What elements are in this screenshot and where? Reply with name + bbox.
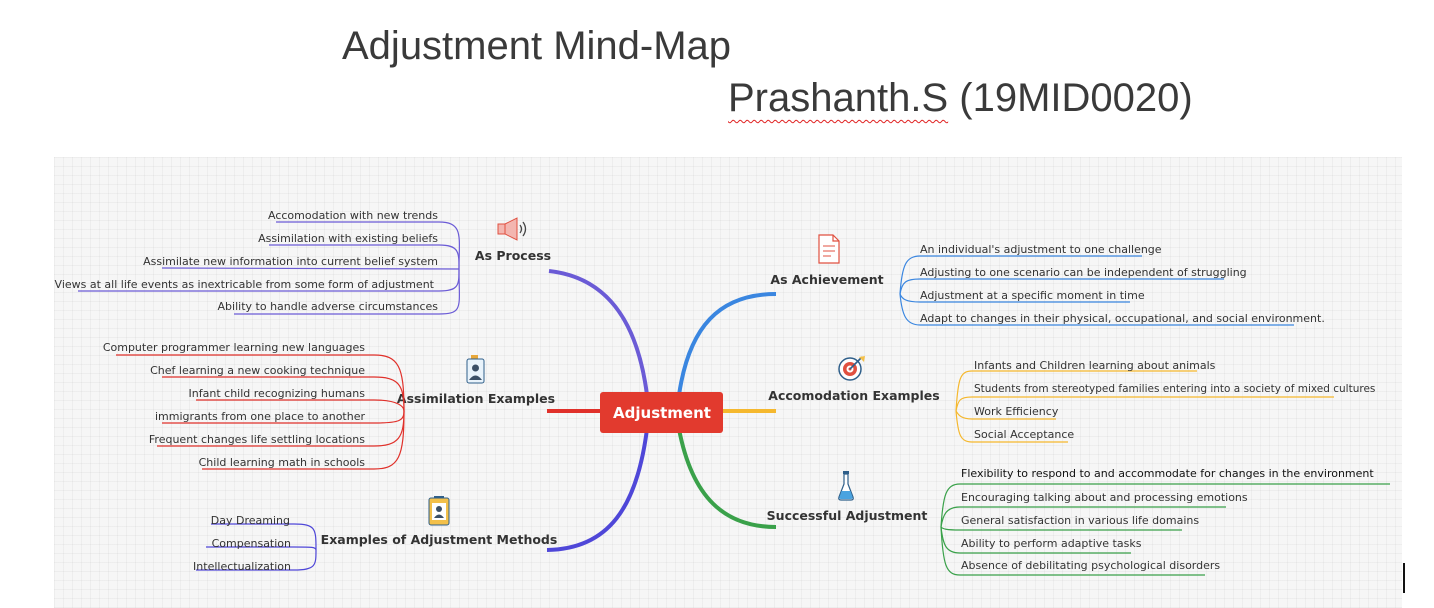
successful-item: Encouraging talking about and processing… [961,491,1248,504]
assimilation-item: Child learning math in schools [199,456,366,469]
branch-label-as-achievement: As Achievement [770,272,883,287]
branch-label-successful: Successful Adjustment [767,508,928,523]
achievement-item: An individual's adjustment to one challe… [920,243,1162,256]
methods-item: Intellectualization [193,560,291,573]
process-item: Ability to handle adverse circumstances [218,300,439,313]
successful-item: General satisfaction in various life dom… [961,514,1199,527]
assimilation-item: Infant child recognizing humans [189,387,366,400]
branch-as-process[interactable]: As Process Accomodation with new trends … [55,209,552,315]
id-badge-icon [466,355,485,384]
process-item: Assimilate new information into current … [143,255,438,268]
assimilation-item: Computer programmer learning new languag… [103,341,365,354]
branch-as-achievement[interactable]: As Achievement An individual's adjustmen… [770,243,1325,326]
branch-label-methods: Examples of Adjustment Methods [321,532,558,547]
mind-map-canvas[interactable]: Adjustment As Process Accomodation with … [54,157,1402,608]
process-item: Accomodation with new trends [268,209,438,222]
successful-item: Flexibility to respond to and accommodat… [961,467,1374,480]
successful-item: Ability to perform adaptive tasks [961,537,1142,550]
author-name: Prashanth.S [728,76,949,120]
branch-connector-methods [546,428,649,552]
target-icon [838,356,865,381]
page-title: Adjustment Mind-Map [342,24,732,68]
process-item: Views at all life events as inextricable… [55,278,435,291]
branch-label-assimilation: Assimilation Examples [397,391,555,406]
branch-connector-achievement [677,292,777,396]
accomodation-item: Infants and Children learning about anim… [974,359,1216,372]
assimilation-item: Frequent changes life settling locations [149,433,365,446]
branch-adjustment-methods[interactable]: Examples of Adjustment Methods Day Dream… [193,514,557,573]
author-id: (19MID0020) [959,76,1193,120]
document-icon [818,234,840,264]
branch-connector-process [548,269,649,396]
branch-accomodation-examples[interactable]: Accomodation Examples Infants and Childr… [768,359,1375,443]
achievement-item: Adapt to changes in their physical, occu… [920,312,1325,325]
author-line: Prashanth.S (19MID0020) [728,76,1193,121]
methods-item: Compensation [212,537,291,550]
methods-item: Day Dreaming [211,514,290,527]
megaphone-icon [497,217,527,241]
successful-item: Absence of debilitating psychological di… [961,559,1220,572]
text-cursor [1403,563,1405,593]
accomodation-item: Students from stereotyped families enter… [974,383,1375,395]
achievement-item: Adjusting to one scenario can be indepen… [920,266,1247,279]
flask-icon [838,471,854,501]
accomodation-item: Work Efficiency [974,405,1059,418]
accomodation-item: Social Acceptance [974,428,1074,441]
branch-connector-successful [677,428,777,529]
branch-successful-adjustment[interactable]: Successful Adjustment Flexibility to res… [767,467,1390,576]
assimilation-item: immigrants from one place to another [155,410,365,423]
branch-assimilation-examples[interactable]: Assimilation Examples Computer programme… [103,341,555,470]
central-topic-label: Adjustment [613,404,711,422]
clipboard-icon [428,496,450,526]
branch-label-accomodation: Accomodation Examples [768,388,939,403]
achievement-item: Adjustment at a specific moment in time [920,289,1145,302]
process-item: Assimilation with existing beliefs [258,232,438,245]
branch-label-as-process: As Process [475,248,551,263]
assimilation-item: Chef learning a new cooking technique [150,364,365,377]
central-topic[interactable]: Adjustment [600,392,723,433]
